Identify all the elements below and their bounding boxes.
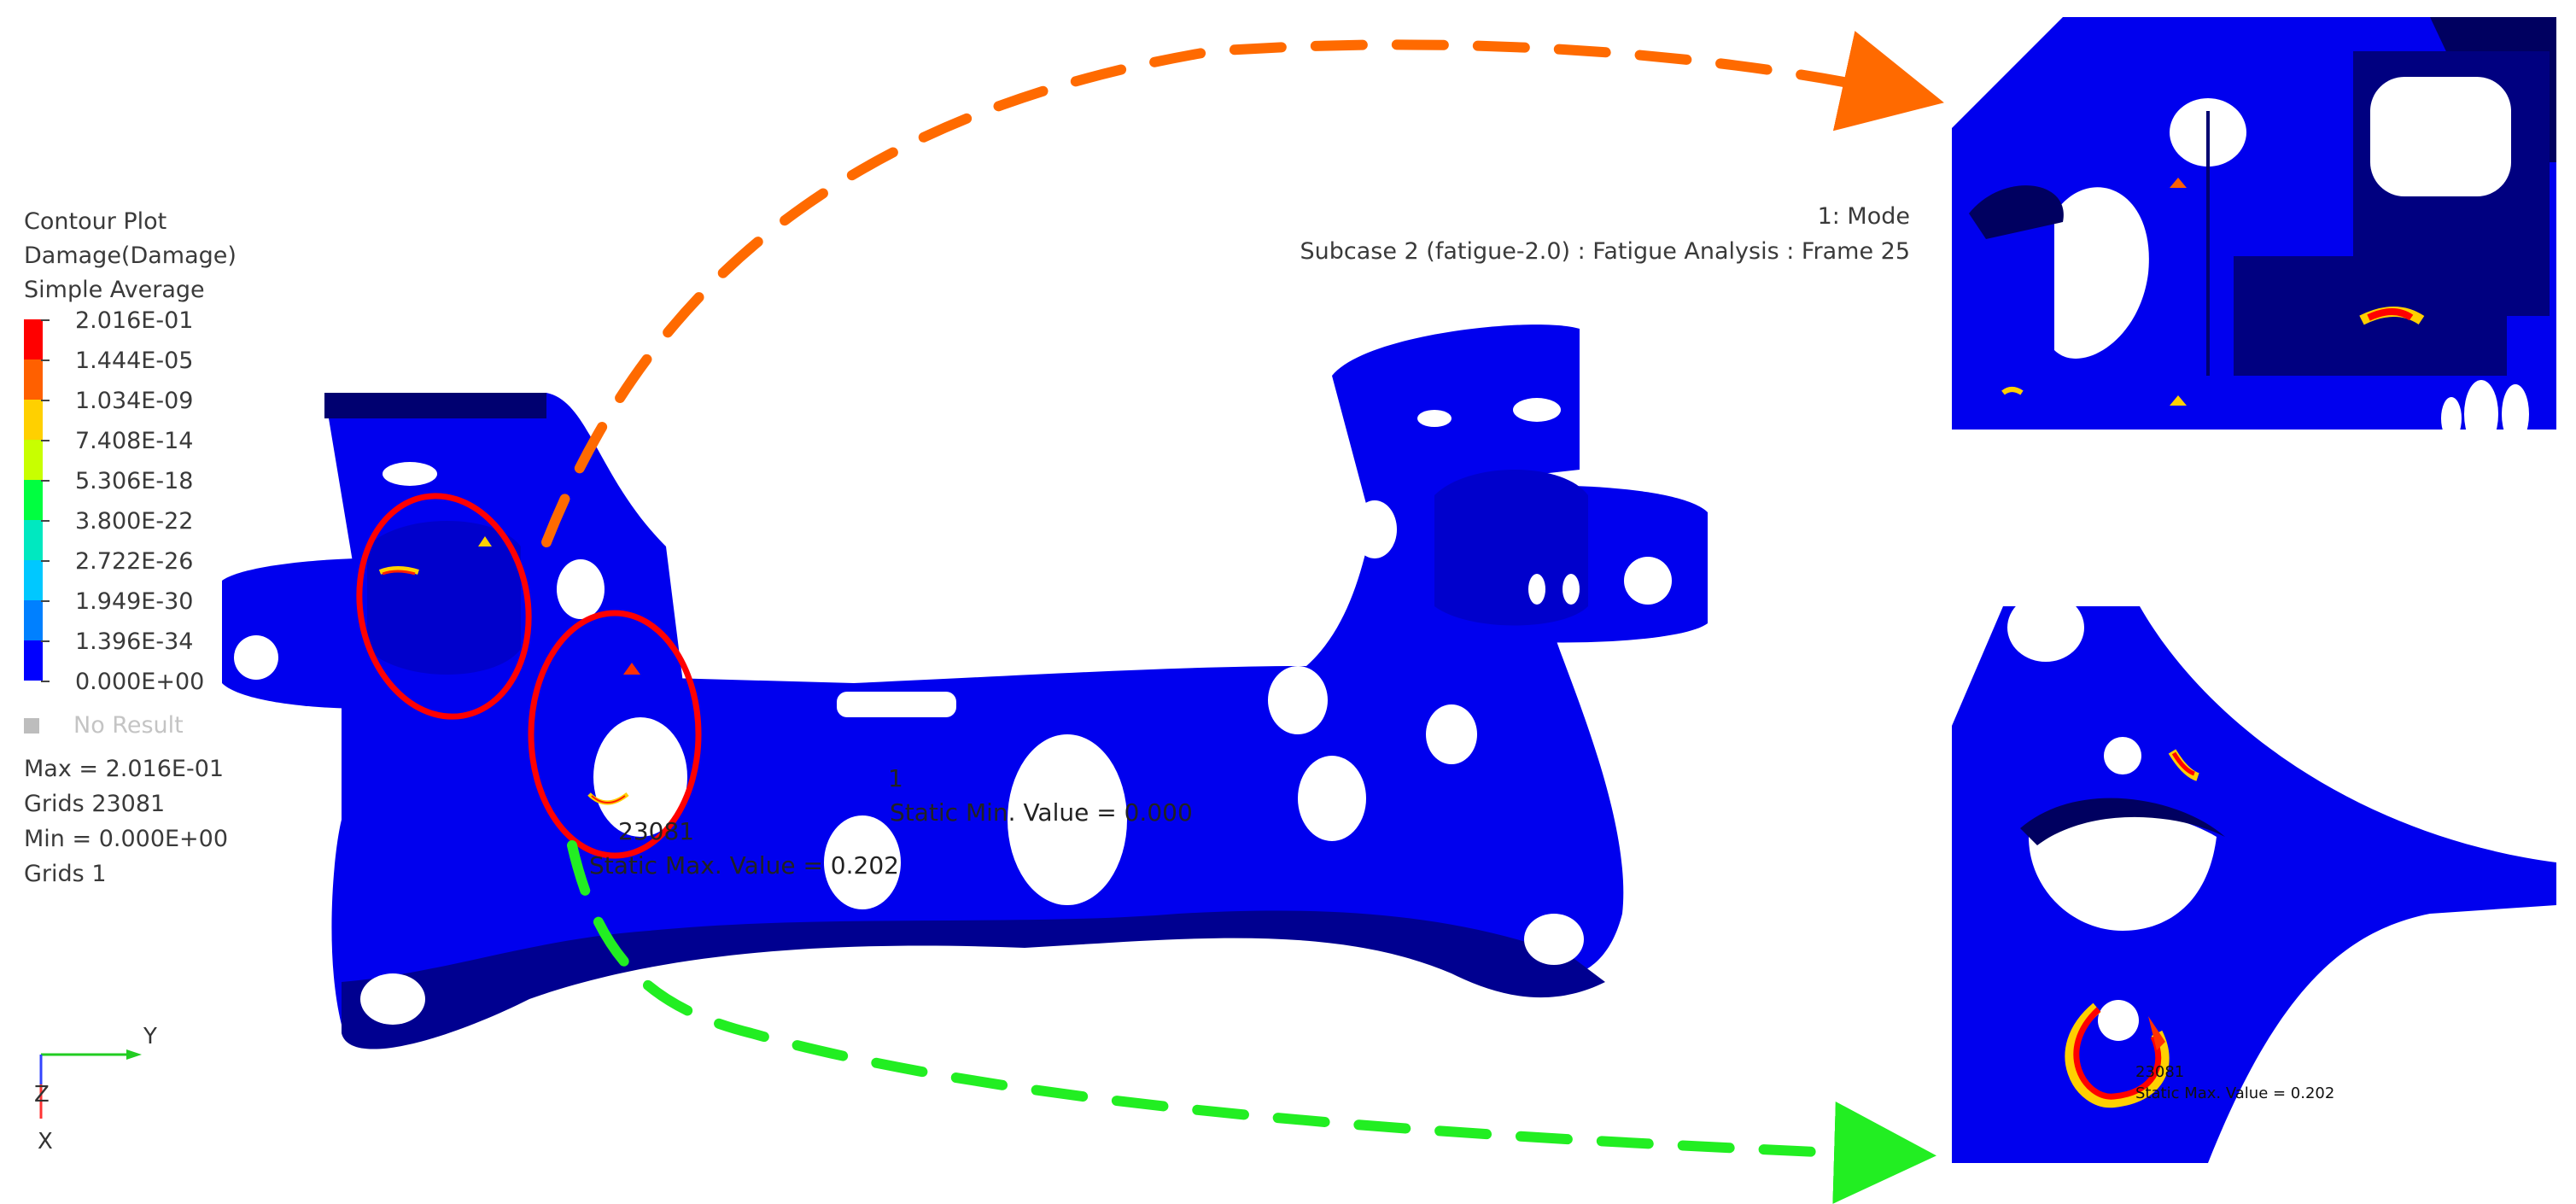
result-header: 1: Mode Subcase 2 (fatigue-2.0) : Fatigu… bbox=[1300, 199, 1910, 269]
axis-z-label: Z bbox=[34, 1082, 50, 1108]
no-result-entry: No Result bbox=[24, 709, 184, 743]
contour-legend: Contour Plot Damage(Damage) Simple Avera… bbox=[24, 205, 237, 887]
highlight-circles bbox=[356, 493, 702, 859]
scale-swatch bbox=[24, 560, 43, 600]
model-label: 1: Mode bbox=[1817, 203, 1910, 230]
static-max-label: Static Max. Value = 0.202 bbox=[589, 851, 899, 880]
scale-swatch bbox=[24, 359, 43, 400]
callout-arrow-bottom bbox=[567, 840, 1936, 1204]
min-grid: Grids 1 bbox=[24, 861, 107, 887]
legend-result-type: Damage(Damage) bbox=[24, 243, 237, 269]
scale-swatch bbox=[24, 440, 43, 480]
no-result-swatch bbox=[24, 718, 39, 734]
scale-swatch bbox=[24, 480, 43, 520]
min-value: Min = 0.000E+00 bbox=[24, 826, 229, 852]
scale-swatch bbox=[24, 600, 43, 640]
color-scale: 2.016E-01 1.444E-05 1.034E-09 7.408E-14 … bbox=[24, 307, 237, 721]
scale-label: 1.396E-34 bbox=[75, 628, 194, 655]
scale-label: 2.722E-26 bbox=[75, 548, 194, 575]
scale-swatch bbox=[24, 640, 43, 681]
max-grid: Grids 23081 bbox=[24, 791, 166, 817]
callout-arrow-top bbox=[541, 31, 1944, 547]
legend-averaging: Simple Average bbox=[24, 277, 205, 303]
scale-label: 1.949E-30 bbox=[75, 588, 194, 615]
axis-y-label: Y bbox=[143, 1024, 157, 1049]
max-value: Max = 2.016E-01 bbox=[24, 756, 225, 782]
static-min-label: Static Min. Value = 0.000 bbox=[890, 798, 1193, 827]
scale-label: 3.800E-22 bbox=[75, 508, 194, 535]
no-result-label: No Result bbox=[73, 712, 184, 739]
result-stats: Max = 2.016E-01 Grids 23081 Min = 0.000E… bbox=[24, 751, 228, 891]
inset-static-max-label: Static Max. Value = 0.202 bbox=[2135, 1084, 2335, 1102]
axis-x-label: X bbox=[38, 1129, 53, 1153]
scale-label: 5.306E-18 bbox=[75, 468, 194, 494]
scale-label: 7.408E-14 bbox=[75, 428, 194, 454]
legend-title: Contour Plot bbox=[24, 208, 167, 235]
detail-view-top bbox=[1952, 17, 2556, 430]
inset-max-node-label: 23081 bbox=[2135, 1063, 2185, 1081]
min-node-label: 1 bbox=[888, 764, 903, 792]
scale-label: 0.000E+00 bbox=[75, 669, 205, 695]
subcase-label: Subcase 2 (fatigue-2.0) : Fatigue Analys… bbox=[1300, 238, 1910, 265]
scale-swatch bbox=[24, 400, 43, 440]
scale-label: 1.444E-05 bbox=[75, 348, 194, 374]
mesh-cutouts bbox=[234, 398, 1672, 1025]
subframe-mesh bbox=[222, 324, 1708, 1049]
scale-label: 2.016E-01 bbox=[75, 307, 194, 334]
scale-swatch bbox=[24, 319, 43, 359]
damage-hotspots bbox=[378, 536, 640, 805]
scale-label: 1.034E-09 bbox=[75, 388, 194, 414]
scale-swatch bbox=[24, 520, 43, 560]
max-node-label: 23081 bbox=[618, 817, 695, 845]
detail-view-bottom: 23081 Static Max. Value = 0.202 bbox=[1952, 606, 2556, 1163]
axis-triad: Y Z X bbox=[34, 1024, 157, 1153]
